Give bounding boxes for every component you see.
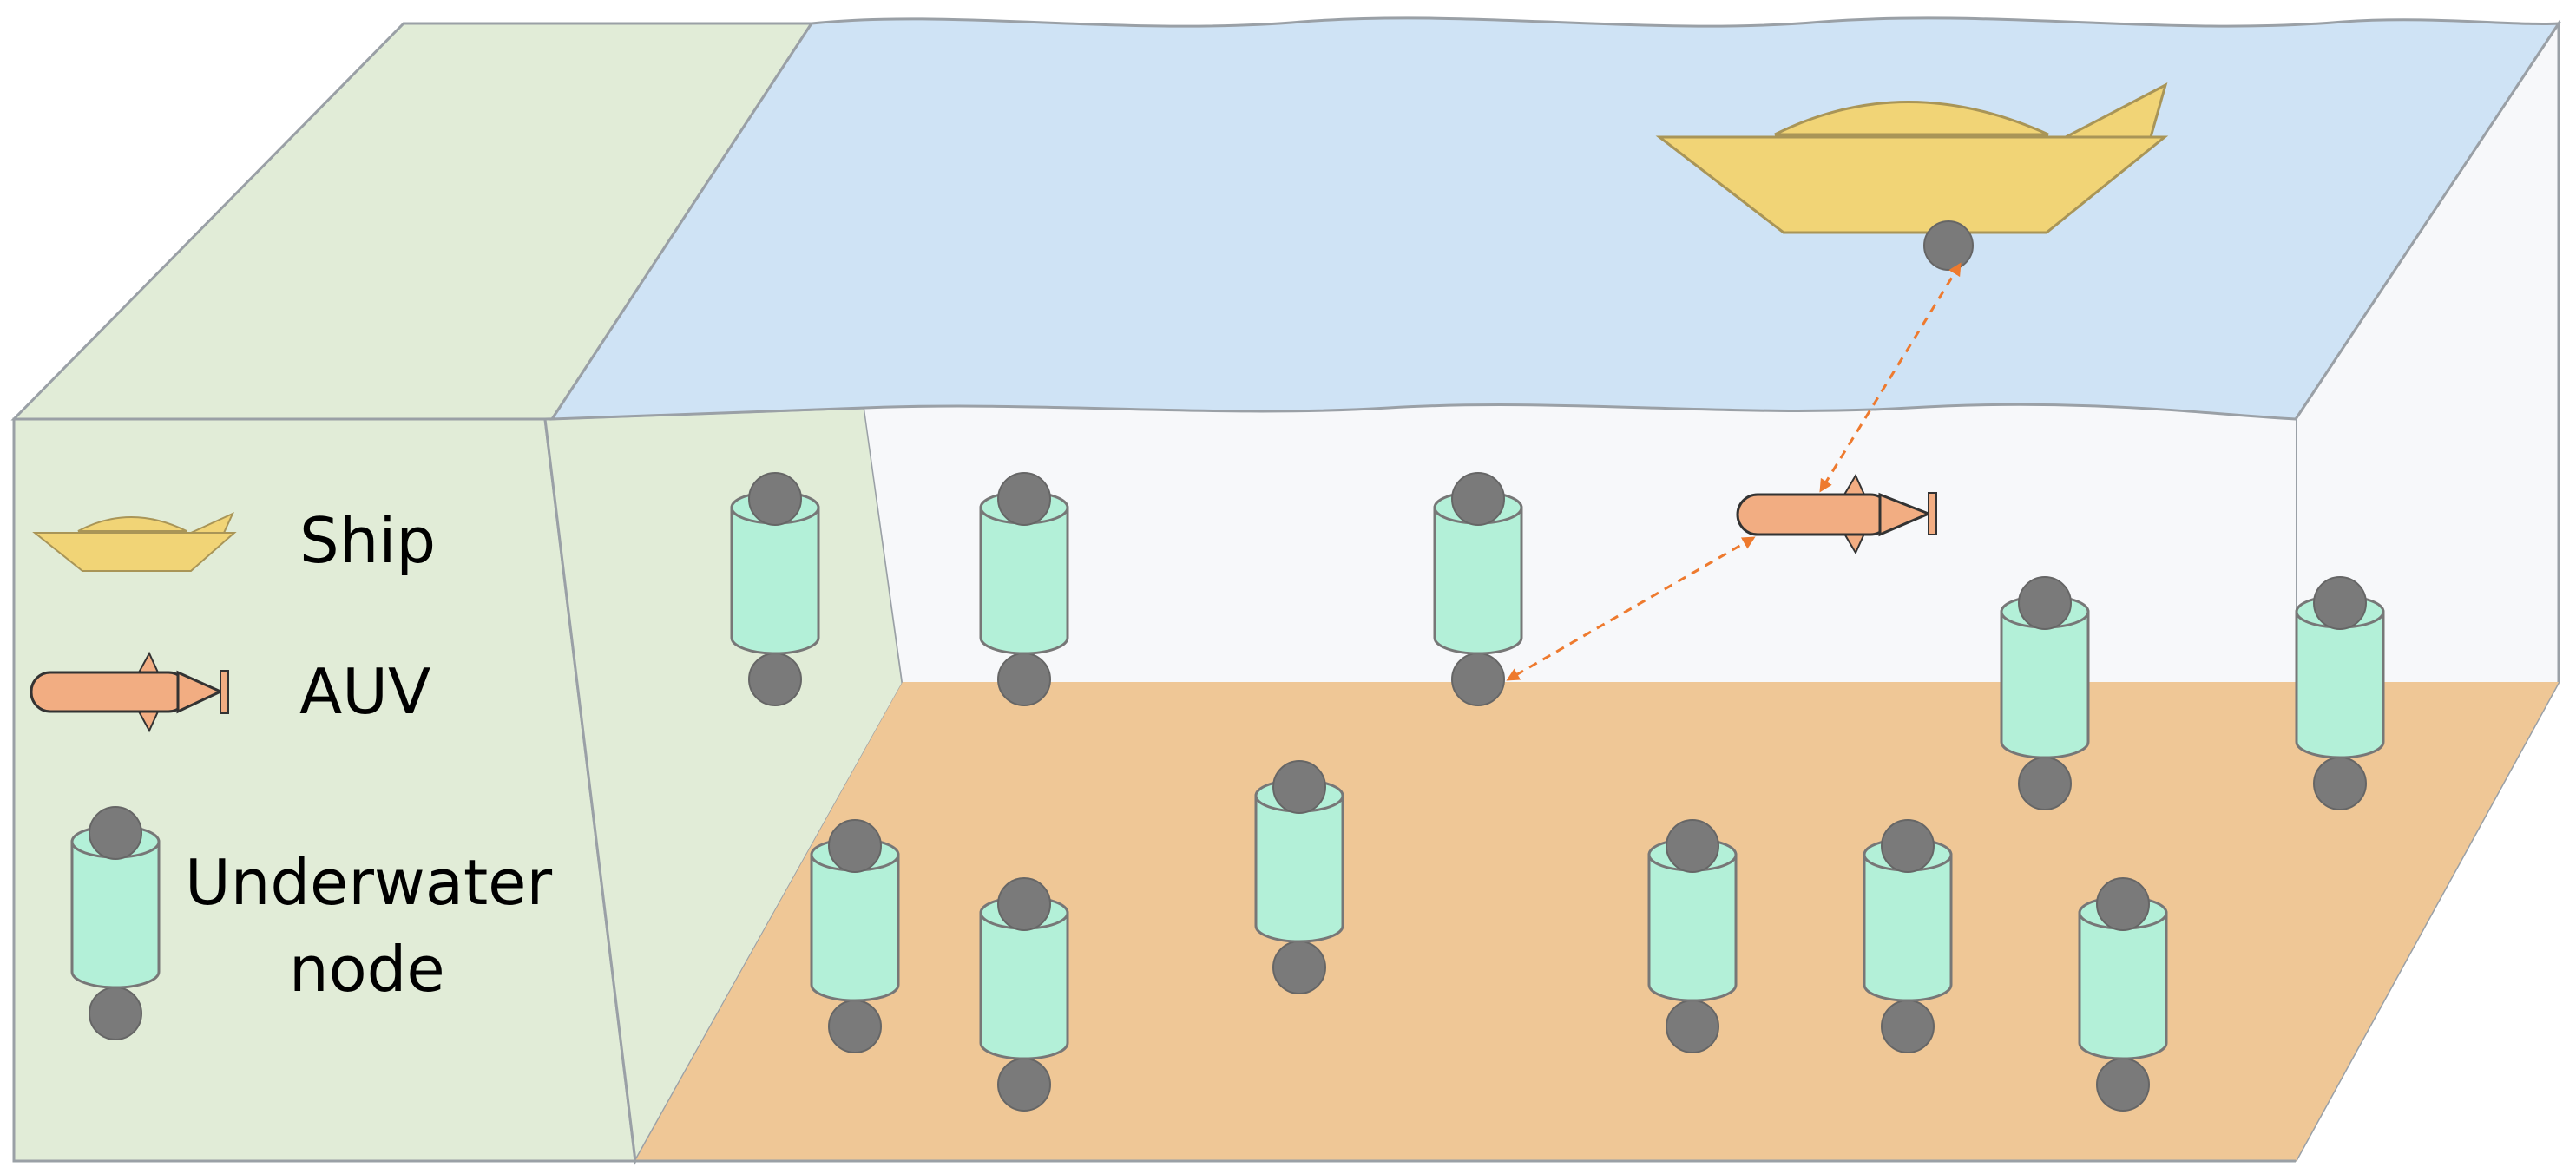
underwater-node	[810, 819, 900, 1053]
underwater-node	[1863, 819, 1953, 1053]
auv-label: AUV	[299, 655, 430, 728]
node-anchor-ball	[1881, 1000, 1935, 1053]
node-transceiver-ball	[997, 877, 1051, 931]
node-body	[1647, 853, 1738, 1002]
auv	[1736, 473, 1937, 555]
node-body	[979, 506, 1069, 655]
auv-tail	[1878, 492, 1932, 537]
node-body	[2078, 911, 2168, 1060]
node-body	[2295, 610, 2385, 759]
node-anchor-ball	[2096, 1058, 2150, 1112]
node-anchor-ball	[748, 653, 802, 706]
node-body	[1254, 794, 1344, 943]
node-body	[730, 506, 820, 655]
auv-propeller	[1928, 492, 1937, 535]
node-transceiver-ball	[1272, 760, 1326, 814]
link-auv-node	[1506, 536, 1756, 681]
seabed	[635, 682, 2559, 1161]
link-ship-auv	[1819, 262, 1962, 493]
node-body	[70, 840, 161, 989]
node-anchor-ball	[1272, 941, 1326, 994]
node-anchor-ball	[89, 987, 142, 1040]
auv-icon	[30, 651, 229, 733]
ship-hull	[1655, 135, 2169, 234]
node-body	[1863, 853, 1953, 1002]
node-body	[810, 853, 900, 1002]
node-transceiver-ball	[2018, 576, 2072, 630]
node-label-line2: node	[289, 933, 445, 1006]
underwater-node	[1254, 760, 1344, 994]
node-anchor-ball	[828, 1000, 882, 1053]
node-body	[2000, 610, 2090, 759]
node-transceiver-ball	[2096, 877, 2150, 931]
underwater-node	[1647, 819, 1738, 1053]
legend: Ship AUV Underwater node	[30, 504, 552, 1040]
node-anchor-ball	[997, 1058, 1051, 1112]
node-body	[1433, 506, 1523, 655]
ship-cabin	[1774, 101, 2049, 136]
underwater-node	[1433, 472, 1523, 706]
ship-transceiver	[1923, 220, 1974, 271]
underwater-node	[2078, 877, 2168, 1112]
sea-surface	[549, 16, 2561, 421]
ship	[1655, 82, 2169, 271]
node-label-line1: Underwater	[185, 846, 552, 919]
node-transceiver-ball	[997, 472, 1051, 526]
underwater-node	[2295, 576, 2385, 810]
underwater-node-icon	[70, 806, 161, 1040]
ship-label: Ship	[299, 504, 436, 577]
node-transceiver-ball	[1666, 819, 1719, 873]
node-transceiver-ball	[1881, 819, 1935, 873]
node-transceiver-ball	[748, 472, 802, 526]
node-transceiver-ball	[2313, 576, 2367, 630]
node-transceiver-ball	[89, 806, 142, 860]
node-body	[979, 911, 1069, 1060]
communication-links	[1506, 262, 1962, 681]
underwater-node	[730, 472, 820, 706]
underwater-node	[70, 806, 161, 1040]
node-transceiver-ball	[828, 819, 882, 873]
underwater-node	[979, 877, 1069, 1112]
underwater-nodes	[730, 472, 2385, 1112]
underwater-node	[979, 472, 1069, 706]
node-transceiver-ball	[1451, 472, 1505, 526]
node-anchor-ball	[2313, 757, 2367, 810]
underwater-node	[2000, 576, 2090, 810]
node-anchor-ball	[1666, 1000, 1719, 1053]
node-anchor-ball	[1451, 653, 1505, 706]
ship-icon	[32, 511, 237, 572]
auv-body	[1736, 493, 1892, 536]
node-anchor-ball	[2018, 757, 2072, 810]
node-anchor-ball	[997, 653, 1051, 706]
